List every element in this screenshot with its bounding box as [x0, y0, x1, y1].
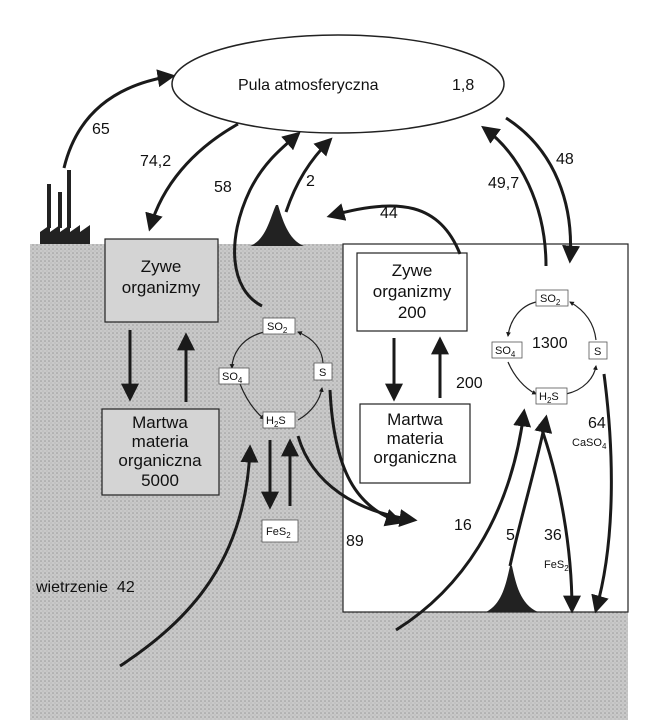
- ocean-volcano-icon: [486, 566, 538, 612]
- arrow-58: [233, 131, 301, 308]
- land-living-box: [104, 238, 219, 323]
- ocean-so4-box: [491, 341, 523, 359]
- land-so4-box: [218, 367, 250, 385]
- arrow-44: [326, 203, 462, 255]
- flow-89: 89: [346, 533, 364, 550]
- flow-44: 44: [380, 205, 398, 222]
- arrow-16: [296, 435, 418, 527]
- land-dead-line3: organiczna: [118, 451, 202, 470]
- atmosphere-label: Pula atmosferyczna: [238, 77, 379, 94]
- atmosphere-value: 1,8: [452, 77, 474, 94]
- land-sulfur-cycle: SO2 SO4 S H2S FeS2: [218, 317, 333, 543]
- land-h2s-box: [262, 411, 296, 429]
- land-fes2: FeS2: [266, 526, 291, 540]
- ocean-dead-line2: materia: [387, 429, 444, 448]
- ocean-living-line1: Zywe: [392, 261, 433, 280]
- land-dead-box: [101, 408, 220, 496]
- land-dead-line2: materia: [132, 432, 189, 451]
- ocean-pool-value: 1300: [532, 335, 568, 352]
- land-h2s: H2S: [266, 415, 286, 429]
- ocean-s-box: [588, 341, 608, 360]
- weathering-label: wietrzenie 42: [35, 579, 135, 596]
- ocean-so2-box: [535, 289, 569, 307]
- ocean-so2: SO2: [540, 293, 561, 307]
- factory-icon: [40, 170, 90, 244]
- land-s: S: [319, 367, 326, 379]
- ocean-sulfur-cycle: SO2 SO4 S H2S 1300: [491, 289, 608, 405]
- ocean-dead-line1: Martwa: [387, 410, 443, 429]
- land-living-line2: organizmy: [122, 278, 201, 297]
- arrow-weathering: [119, 444, 259, 668]
- flow-arrows: [62, 69, 613, 668]
- land-s-box: [313, 362, 333, 381]
- arrow-64: [591, 373, 613, 614]
- flow-497: 49,7: [488, 175, 519, 192]
- ocean-so4: SO4: [495, 345, 516, 359]
- land-living-line1: Zywe: [141, 257, 182, 276]
- arrow-89: [328, 389, 404, 527]
- ocean-h2s-box: [535, 387, 568, 405]
- caso4-label: CaSO4: [572, 437, 607, 451]
- arrow-2: [284, 137, 333, 213]
- arrow-742: [145, 122, 239, 232]
- flow-5: 5: [506, 527, 515, 544]
- land-so2: SO2: [267, 321, 288, 335]
- arrow-36: [538, 423, 581, 614]
- land-dead-line1: Martwa: [132, 413, 188, 432]
- flow-742: 74,2: [140, 153, 171, 170]
- land-so4: SO4: [222, 371, 243, 385]
- flow-36: 36: [544, 527, 562, 544]
- ocean-fes2-label: FeS2: [544, 559, 569, 573]
- ocean-living-line2: organizmy: [373, 282, 452, 301]
- flow-48: 48: [556, 151, 574, 168]
- volcano-icon: [250, 205, 304, 246]
- flow-200: 200: [456, 375, 483, 392]
- ocean-living-box: [356, 252, 468, 332]
- arrow-48: [505, 116, 581, 264]
- ocean-h2s: H2S: [539, 391, 559, 405]
- flow-2: 2: [306, 173, 315, 190]
- land-so2-box: [262, 317, 296, 335]
- arrow-497: [481, 125, 548, 267]
- ocean-s: S: [594, 346, 601, 358]
- ocean-dead-line3: organiczna: [373, 448, 457, 467]
- land-fes2-box: [261, 519, 299, 543]
- ocean-dead-box: [359, 403, 471, 484]
- flow-16: 16: [454, 517, 472, 534]
- arrow-65: [62, 69, 176, 169]
- ocean-living-line3: 200: [398, 303, 426, 322]
- arrow-ocean-floor: [395, 408, 532, 632]
- flow-65: 65: [92, 121, 110, 138]
- flow-58: 58: [214, 179, 232, 196]
- flow-64: 64: [588, 415, 606, 432]
- land-dead-line4: 5000: [141, 471, 179, 490]
